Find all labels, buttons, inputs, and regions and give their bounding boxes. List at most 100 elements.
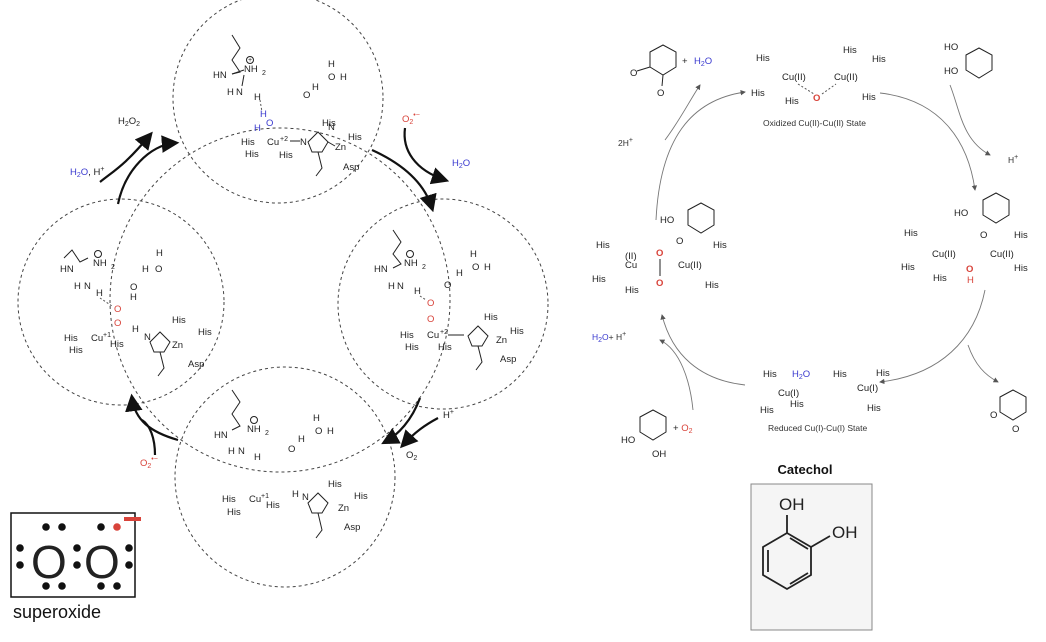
- svg-text:H2O: H2O: [792, 369, 810, 381]
- svg-text:His: His: [110, 339, 124, 350]
- peroxo-state: HO O His (II) Cu His His O O Cu(II) His …: [592, 202, 727, 296]
- svg-text:O: O: [266, 118, 273, 129]
- svg-text:His: His: [172, 315, 186, 326]
- svg-text:His: His: [904, 228, 918, 239]
- h2o2-label: H2O2: [118, 116, 140, 128]
- arrow-water-release: [403, 127, 450, 185]
- catechol-plus-o2: HO OH + O2: [621, 409, 693, 460]
- svg-text:N: N: [302, 492, 309, 503]
- svg-text:+1: +1: [103, 332, 111, 339]
- svg-text:N: N: [397, 281, 404, 292]
- arc-reduced-to-peroxo: [660, 314, 746, 386]
- state-left-circle: [17, 198, 225, 406]
- svg-text:H: H: [470, 249, 477, 260]
- catechol-reactant: HO HO: [944, 42, 993, 79]
- arc-peroxo-to-oxidized: [655, 89, 746, 221]
- svg-text:His: His: [279, 150, 293, 161]
- svg-text:His: His: [901, 262, 915, 273]
- arc-product-release: [664, 84, 701, 141]
- svg-text:2: 2: [262, 70, 266, 77]
- svg-text:Zn: Zn: [172, 340, 183, 351]
- superoxide-label: superoxide: [13, 602, 102, 622]
- arc-oxidized-to-catecholate: [879, 92, 978, 191]
- svg-text:H: H: [132, 324, 139, 335]
- svg-text:Cu(I): Cu(I): [857, 383, 878, 394]
- svg-text:H: H: [967, 275, 974, 286]
- svg-text:N: N: [144, 332, 151, 343]
- svg-text:+2: +2: [280, 136, 288, 143]
- svg-text:OH: OH: [652, 449, 666, 460]
- svg-text:H: H: [414, 286, 421, 297]
- catechol-oh-2: OH: [832, 523, 858, 542]
- svg-text:O: O: [656, 248, 663, 259]
- svg-text:2: 2: [422, 264, 426, 271]
- svg-text:HO: HO: [621, 435, 635, 446]
- svg-text:O: O: [676, 236, 683, 247]
- svg-text:His: His: [484, 312, 498, 323]
- svg-text:HN: HN: [214, 430, 228, 441]
- h2o-h-plus-label: H2O, H+: [70, 166, 104, 179]
- svg-text:His: His: [198, 327, 212, 338]
- svg-text:HO: HO: [944, 42, 958, 53]
- svg-text:O: O: [427, 298, 434, 309]
- svg-text:H: H: [298, 434, 305, 445]
- svg-text:HO: HO: [954, 208, 968, 219]
- svg-text:O: O: [155, 264, 162, 275]
- svg-text:Cu(II): Cu(II): [834, 72, 858, 83]
- svg-text:His: His: [227, 507, 241, 518]
- svg-text:H: H: [313, 413, 320, 424]
- svg-text:H: H: [312, 82, 319, 93]
- svg-text:Asp: Asp: [343, 162, 359, 173]
- right-cycle: O O + H2O 2H+ His Cu(II) His His O Cu(II…: [592, 42, 1028, 460]
- svg-text:H: H: [388, 281, 395, 292]
- svg-text:His: His: [322, 118, 336, 129]
- svg-text:His: His: [328, 479, 342, 490]
- svg-text:His: His: [1014, 263, 1028, 274]
- svg-text:H2O: H2O: [694, 56, 712, 68]
- svg-text:O: O: [656, 278, 663, 289]
- superoxide-oxygen-1: O: [31, 536, 67, 588]
- svg-text:H: H: [292, 489, 299, 500]
- arrow-right-to-bottom: [381, 397, 422, 445]
- svg-text:Asp: Asp: [188, 359, 204, 370]
- svg-text:O: O: [444, 280, 451, 291]
- svg-text:H: H: [340, 72, 347, 83]
- svg-text:Cu(II): Cu(II): [932, 249, 956, 260]
- svg-text:O: O: [657, 88, 664, 99]
- state-left-structure: HN NH 2 H N H H H O O H O O His Cu +1 Hi…: [60, 248, 212, 377]
- svg-text:His: His: [510, 326, 524, 337]
- left-cycle: H2O2 H2O, H+ O2•− H2O H+ O2 O2•− HN NH 2…: [17, 0, 549, 588]
- svg-text:Cu: Cu: [427, 330, 439, 341]
- svg-text:H: H: [254, 123, 261, 134]
- svg-text:+2: +2: [440, 329, 448, 336]
- svg-text:His: His: [705, 280, 719, 291]
- svg-text:His: His: [405, 342, 419, 353]
- svg-text:Cu(I): Cu(I): [778, 388, 799, 399]
- svg-text:H: H: [96, 288, 103, 299]
- svg-text:(II): (II): [625, 251, 637, 262]
- svg-text:+ O2: + O2: [673, 423, 693, 435]
- superoxide-left-label: O2•−: [140, 456, 158, 470]
- svg-text:NH: NH: [244, 64, 258, 75]
- svg-text:+1: +1: [261, 493, 269, 500]
- svg-text:Cu(II): Cu(II): [678, 260, 702, 271]
- svg-text:N: N: [328, 122, 335, 133]
- svg-text:His: His: [596, 240, 610, 251]
- svg-text:His: His: [1014, 230, 1028, 241]
- oxidized-state-label: Oxidized Cu(II)-Cu(II) State: [763, 118, 866, 128]
- water-release-label: H2O: [452, 158, 470, 170]
- svg-text:His: His: [713, 240, 727, 251]
- svg-text:His: His: [867, 403, 881, 414]
- svg-text:Zn: Zn: [496, 335, 507, 346]
- svg-text:H: H: [260, 109, 267, 120]
- catechol-structure-box: OH OH: [750, 483, 873, 631]
- reduced-state: His H2O Cu(I) His His His His Cu(I) His …: [760, 368, 890, 433]
- svg-text:Asp: Asp: [344, 522, 360, 533]
- svg-text:Zn: Zn: [338, 503, 349, 514]
- svg-text:H: H: [456, 268, 463, 279]
- svg-text:+: +: [682, 56, 688, 67]
- svg-text:O: O: [1012, 424, 1019, 435]
- svg-text:N: N: [84, 281, 91, 292]
- svg-text:His: His: [790, 399, 804, 410]
- svg-text:H: H: [228, 446, 235, 457]
